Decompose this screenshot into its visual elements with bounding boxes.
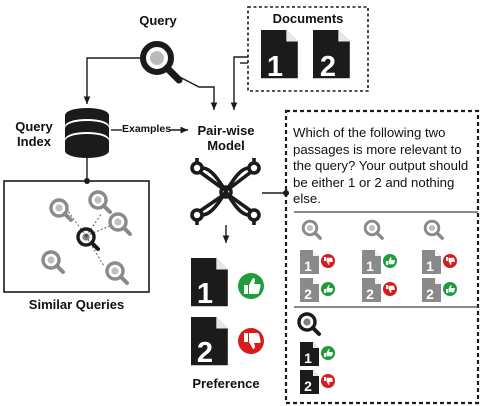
prompt-text: Which of the following two passages is m… — [293, 125, 469, 206]
preference-label: Preference — [192, 376, 260, 391]
example-doc-2-icon: 2 — [300, 278, 319, 302]
prompt-doc-1-icon: 1 — [300, 342, 319, 366]
svg-text:2: 2 — [426, 286, 434, 302]
thumbs-up-icon — [238, 273, 264, 299]
thumbs-down-icon — [321, 374, 335, 388]
thumbs-up-icon — [443, 282, 457, 296]
database-icon — [65, 108, 109, 158]
example-doc-2-icon: 2 — [362, 278, 381, 302]
thumbs-down-icon — [383, 282, 397, 296]
model-label: Pair-wise Model — [197, 123, 255, 153]
document-1-number: 1 — [267, 51, 283, 83]
prompt-doc-2-icon: 2 — [300, 370, 319, 394]
example-query-icon — [301, 219, 322, 240]
similar-query-icon — [108, 212, 132, 236]
similar-query-icon — [41, 250, 65, 274]
svg-text:1: 1 — [366, 258, 374, 274]
thumbs-up-icon — [321, 282, 335, 296]
similar-query-icon — [49, 198, 73, 222]
svg-text:2: 2 — [366, 286, 374, 302]
prompt-current-pair: 12 — [300, 342, 335, 394]
prompt-box — [284, 109, 480, 405]
documents-label: Documents — [272, 11, 344, 26]
similar-query-icon — [105, 261, 129, 285]
svg-text:1: 1 — [304, 350, 312, 366]
thumbs-down-icon — [443, 254, 457, 268]
thumbs-up-icon — [383, 254, 397, 268]
query-label: Query — [139, 13, 177, 28]
documents-box — [247, 6, 369, 92]
example-query-icon — [423, 219, 444, 240]
example-query-icon — [363, 219, 384, 240]
thumbs-up-icon — [321, 346, 335, 360]
example-doc-1-icon: 1 — [422, 250, 441, 274]
svg-text:1: 1 — [426, 258, 434, 274]
example-doc-1-icon: 1 — [300, 250, 319, 274]
examples-grid: 1 2 1 2 1 2 — [300, 219, 457, 302]
preference-doc-2-number: 2 — [197, 337, 213, 369]
example-doc-1-icon: 1 — [362, 250, 381, 274]
similar-queries-label: Similar Queries — [28, 297, 125, 312]
prompt-query-icon — [297, 312, 321, 336]
connector-lines — [83, 56, 285, 243]
thumbs-down-icon — [238, 328, 264, 354]
svg-text:1: 1 — [304, 258, 312, 274]
pairwise-model-icon — [190, 158, 261, 225]
svg-text:2: 2 — [304, 378, 312, 394]
similar-queries-box — [3, 180, 150, 293]
thumbs-down-icon — [321, 254, 335, 268]
examples-label: Examples — [122, 123, 172, 135]
similar-query-links — [66, 209, 113, 267]
example-doc-2-icon: 2 — [422, 278, 441, 302]
query-index-label: Query Index — [15, 119, 53, 149]
document-2-number: 2 — [320, 51, 336, 83]
similar-query-icon — [88, 190, 112, 214]
svg-text:2: 2 — [304, 286, 312, 302]
preference-doc-1-number: 1 — [197, 278, 213, 310]
